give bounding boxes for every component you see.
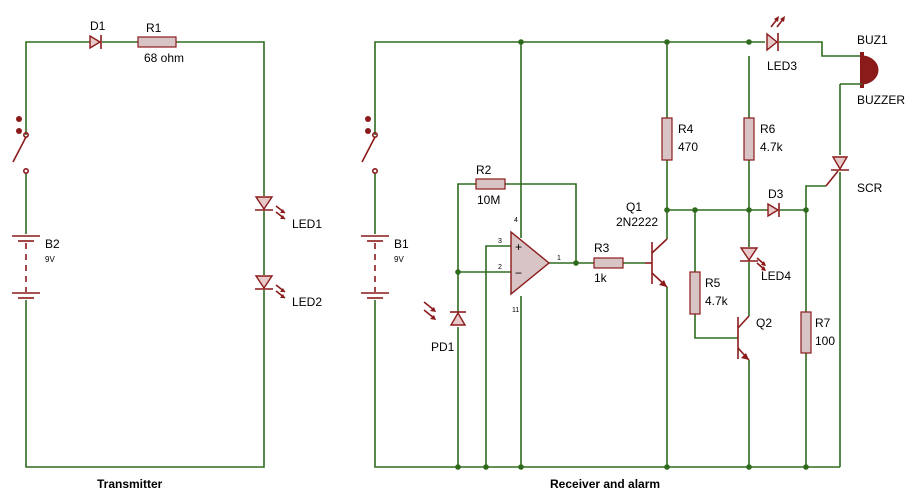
transistor-q1	[645, 238, 668, 288]
r4-value: 470	[678, 140, 698, 154]
buzzer-icon	[839, 52, 879, 90]
transmitter-caption: Transmitter	[97, 477, 163, 491]
resistor-r7	[800, 311, 812, 354]
led2-icon	[254, 275, 286, 299]
scr-icon	[825, 156, 849, 187]
diode-d1	[89, 34, 102, 50]
r5-label: R5	[705, 276, 721, 290]
resistor-r5	[689, 271, 701, 315]
opamp-pin-11: 11	[512, 307, 519, 314]
resistor-r2	[475, 178, 506, 190]
r6-label: R6	[760, 122, 776, 136]
diode-d3	[767, 202, 780, 218]
battery-b1	[361, 235, 389, 299]
opamp-pin-3: 3	[498, 238, 502, 245]
d1-label: D1	[90, 19, 106, 33]
scr-label: SCR	[857, 181, 883, 195]
opamp-pin-2: 2	[498, 264, 502, 271]
opamp-minus: −	[515, 266, 522, 280]
buz1-value: BUZZER	[857, 93, 905, 107]
b2-value: 9V	[45, 255, 55, 264]
d3-label: D3	[768, 187, 784, 201]
led1-icon	[254, 196, 286, 220]
b1-value: 9V	[394, 255, 404, 264]
receiver-caption: Receiver and alarm	[550, 477, 660, 491]
r7-value: 100	[815, 334, 835, 348]
buz1-label: BUZ1	[857, 33, 888, 47]
r7-label: R7	[815, 316, 831, 330]
r1-value: 68 ohm	[144, 51, 184, 65]
resistor-r3	[593, 257, 624, 269]
led2-label: LED2	[292, 295, 322, 309]
opamp-pin-4: 4	[514, 217, 518, 224]
transistor-q2	[737, 315, 750, 361]
resistor-r4	[661, 117, 673, 161]
switch-icon	[361, 116, 378, 175]
q1-label: Q1	[626, 200, 642, 214]
switch-icon	[12, 116, 29, 175]
b2-label: B2	[45, 237, 60, 251]
led4-icon	[739, 247, 766, 271]
opamp-pin-1: 1	[557, 255, 561, 262]
led3-icon	[766, 16, 785, 52]
r6-value: 4.7k	[760, 140, 784, 154]
resistor-r6	[743, 117, 755, 161]
r5-value: 4.7k	[705, 294, 729, 308]
r3-label: R3	[594, 241, 610, 255]
photodiode-pd1	[423, 301, 467, 326]
battery-b2	[12, 235, 40, 299]
pd1-label: PD1	[431, 340, 455, 354]
led3-label: LED3	[767, 59, 797, 73]
r2-value: 10M	[477, 193, 500, 207]
r1-label: R1	[146, 21, 162, 35]
opamp-plus: +	[515, 240, 522, 254]
q1-value: 2N2222	[616, 215, 658, 229]
led1-label: LED1	[292, 217, 322, 231]
resistor-r1	[137, 36, 177, 48]
r3-value: 1k	[594, 271, 608, 285]
opamp-icon: + − 3 2 1 4 11	[498, 217, 561, 314]
transmitter-circuit: D1 R1 68 ohm B2 9V	[12, 19, 322, 491]
r4-label: R4	[678, 122, 694, 136]
q2-label: Q2	[756, 316, 772, 330]
receiver-circuit: B1 9V R2 10M PD1 + − 3 2 1 4 11 R3	[361, 16, 905, 491]
junction-dots	[455, 39, 809, 470]
r2-label: R2	[476, 163, 492, 177]
led4-label: LED4	[761, 269, 791, 283]
b1-label: B1	[394, 237, 409, 251]
